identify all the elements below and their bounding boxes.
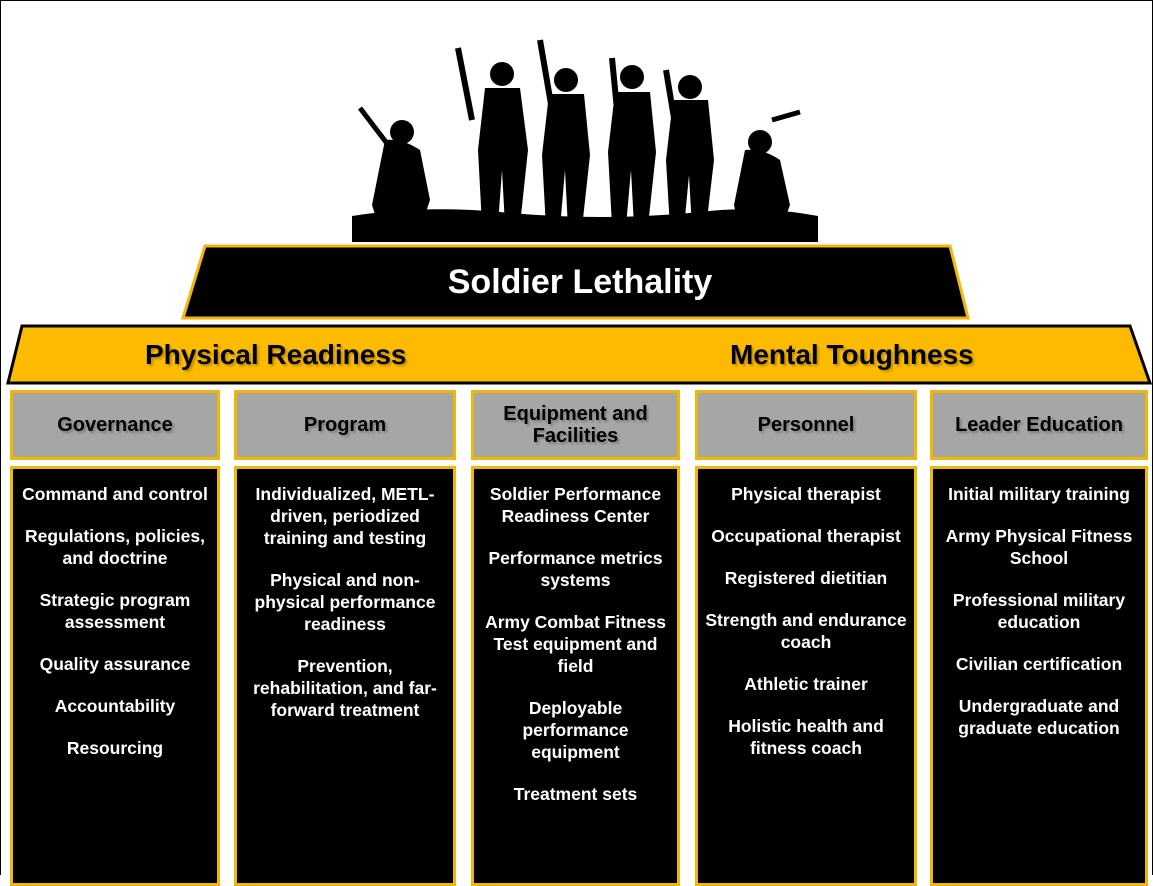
list-item: Strength and endurance coach bbox=[705, 610, 907, 652]
list-item: Individualized, METL-driven, periodized … bbox=[255, 484, 435, 548]
list-item: Army Physical Fitness School bbox=[945, 526, 1133, 568]
list-item: Soldier Performance Readiness Center bbox=[489, 484, 662, 526]
pillar-mental-toughness: Mental Toughness bbox=[730, 339, 974, 370]
column-body-equipment: Soldier Performance Readiness Center Per… bbox=[471, 466, 680, 886]
column-header-equipment: Equipment and Facilities bbox=[471, 390, 680, 460]
list-item: Initial military training bbox=[948, 484, 1130, 504]
banner-graphics bbox=[6, 39, 1153, 385]
list-item: Treatment sets bbox=[513, 784, 638, 804]
list-item: Regulations, policies, and doctrine bbox=[25, 526, 205, 568]
list-item: Strategic program assessment bbox=[39, 590, 191, 632]
column-header-governance: Governance bbox=[10, 390, 220, 460]
title-banner bbox=[180, 244, 970, 320]
list-item: Deployable performance equipment bbox=[522, 698, 629, 762]
list-item: Physical therapist bbox=[731, 484, 881, 504]
list-item: Army Combat Fitness Test equipment and f… bbox=[485, 612, 666, 676]
diagram-title: Soldier Lethality bbox=[447, 263, 713, 301]
list-item: Command and control bbox=[22, 484, 208, 504]
list-item: Resourcing bbox=[66, 738, 164, 758]
list-item: Performance metrics systems bbox=[488, 548, 663, 590]
list-item: Civilian certification bbox=[955, 654, 1123, 674]
pillars-banner bbox=[6, 324, 1153, 385]
list-item: Holistic health and fitness coach bbox=[728, 716, 884, 758]
pillar-physical-readiness: Physical Readiness bbox=[145, 339, 407, 370]
soldier-silhouettes-icon bbox=[352, 39, 818, 242]
list-item: Registered dietitian bbox=[724, 568, 888, 588]
list-item: Physical and non-physical performance re… bbox=[254, 570, 436, 634]
column-body-leader-education: Initial military training Army Physical … bbox=[930, 466, 1148, 886]
column-body-personnel: Physical therapist Occupational therapis… bbox=[695, 466, 917, 886]
list-item: Athletic trainer bbox=[744, 674, 868, 694]
column-header-program: Program bbox=[234, 390, 456, 460]
list-item: Accountability bbox=[54, 696, 176, 716]
column-body-program: Individualized, METL-driven, periodized … bbox=[234, 466, 456, 886]
column-body-governance: Command and control Regulations, policie… bbox=[10, 466, 220, 886]
list-item: Occupational therapist bbox=[711, 526, 901, 546]
list-item: Undergraduate and graduate education bbox=[958, 696, 1120, 738]
list-item: Prevention, rehabilitation, and far-forw… bbox=[253, 656, 437, 720]
list-item: Quality assurance bbox=[39, 654, 191, 674]
column-header-leader-education: Leader Education bbox=[930, 390, 1148, 460]
list-item: Professional military education bbox=[952, 590, 1126, 632]
column-header-personnel: Personnel bbox=[695, 390, 917, 460]
